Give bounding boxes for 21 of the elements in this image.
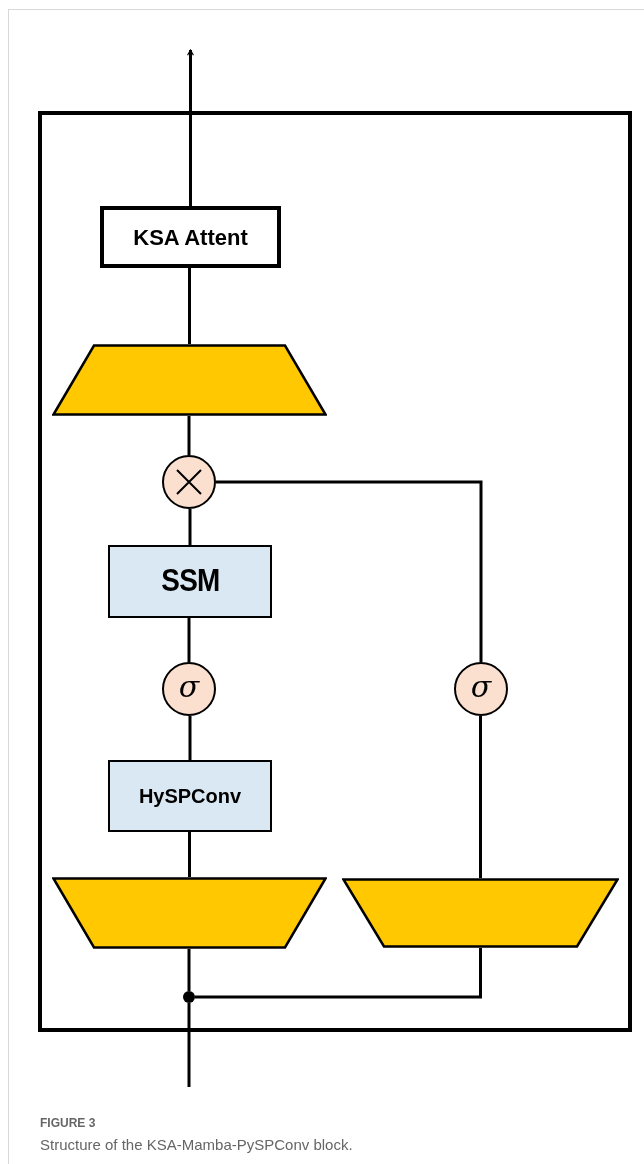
connector-line [188,509,192,545]
connector-line [479,716,482,878]
connector-line [187,416,191,455]
conv-box: HySPConv [108,760,272,832]
connector-line [188,716,192,760]
caption: Structure of the KSA-Mamba-PySPConv block. [40,1135,353,1155]
trapezoid-block [342,878,619,948]
ssm-box: SSM [108,545,272,618]
trapezoid-block [52,344,327,416]
connector-line [188,832,191,877]
trapezoid-block [52,877,327,949]
block-frame [38,111,632,1032]
connector-line [187,618,191,662]
connector-line [195,948,482,999]
connector-line [187,1003,191,1087]
connector-line [216,480,483,662]
attention-box: KSA Attent [100,206,281,268]
connector-line [188,268,191,344]
arrow [187,49,194,206]
figure-label: FIGURE 3 [40,1115,97,1132]
connector-line [187,949,191,991]
